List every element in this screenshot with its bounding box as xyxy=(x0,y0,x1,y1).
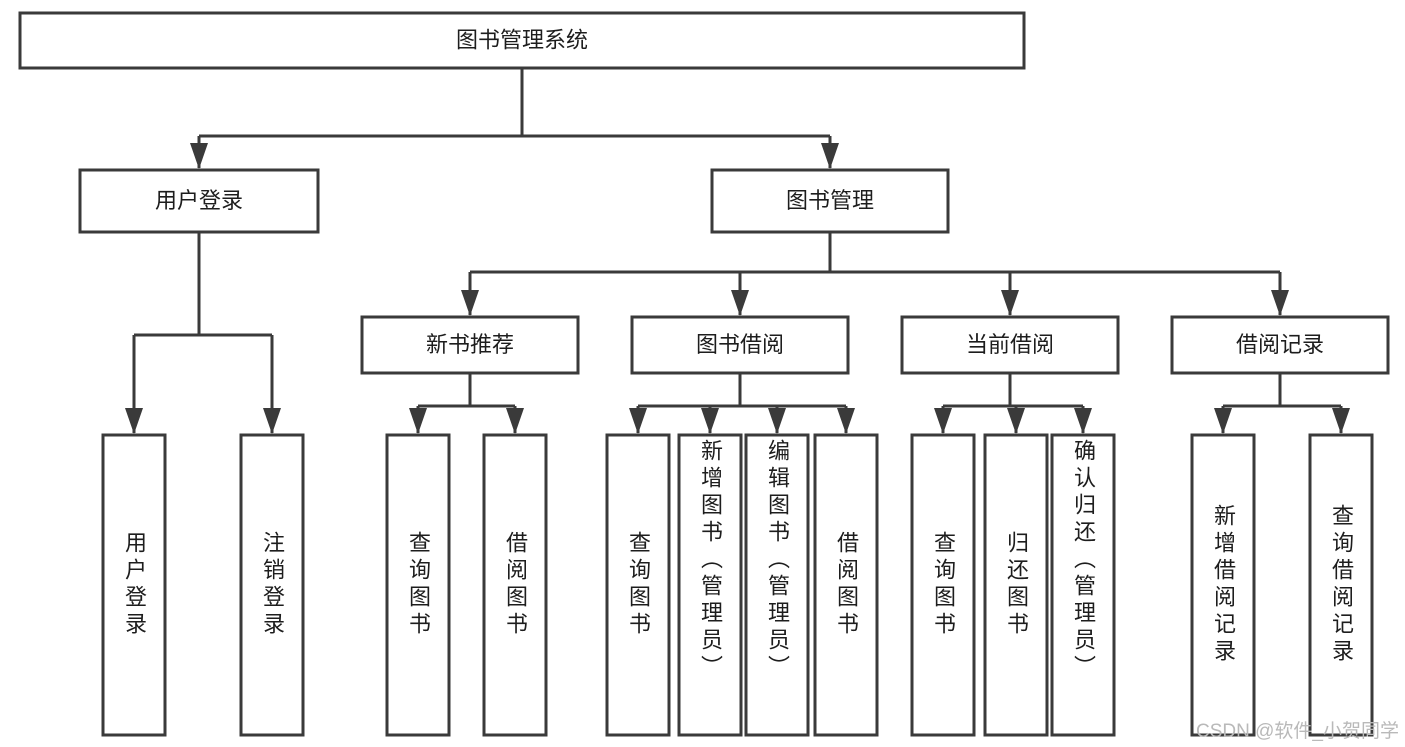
level3-node-label-1: 图书借阅 xyxy=(696,332,784,357)
arrow-head-icon-level3-1 xyxy=(731,290,749,316)
arrow-head-icon-leaf-1-3 xyxy=(837,408,855,434)
arrow-head-icon-leaf-1-0 xyxy=(629,408,647,434)
connector-lines xyxy=(125,68,1350,434)
arrow-head-icon-leaf-2-2 xyxy=(1074,408,1092,434)
leaf-node-box-2[interactable] xyxy=(385,433,451,737)
level3-node-label-0: 新书推荐 xyxy=(426,332,514,357)
leaf-node-box-8[interactable] xyxy=(910,433,976,737)
leaf-node-box-6[interactable] xyxy=(744,433,810,737)
arrow-head-icon-level2-0 xyxy=(190,143,208,169)
leaf-node-box-7[interactable] xyxy=(813,433,879,737)
level2-node-label-0: 用户登录 xyxy=(155,188,243,213)
level2-node-label-1: 图书管理 xyxy=(786,188,874,213)
arrow-head-icon-level3-3 xyxy=(1271,290,1289,316)
leaf-node-box-0[interactable] xyxy=(101,433,167,737)
level3-node-box-2[interactable] xyxy=(900,315,1120,375)
leaf-node-box-3[interactable] xyxy=(482,433,548,737)
arrow-head-icon-leaf-0-1 xyxy=(506,408,524,434)
arrow-head-icon-leaf-3-0 xyxy=(1214,408,1232,434)
arrow-head-icon-leaf-2-0 xyxy=(934,408,952,434)
arrow-head-icon-level3-2 xyxy=(1001,290,1019,316)
node-boxes xyxy=(18,11,1390,737)
arrow-head-icon-leaf-1-1 xyxy=(701,408,719,434)
leaf-node-box-5[interactable] xyxy=(677,433,743,737)
root-node-box[interactable] xyxy=(18,11,1026,70)
level3-node-label-3: 借阅记录 xyxy=(1236,332,1324,357)
leaf-node-box-1[interactable] xyxy=(239,433,305,737)
leaf-node-box-12[interactable] xyxy=(1308,433,1374,737)
arrow-head-icon-user-login-leaf-0 xyxy=(125,408,143,434)
level3-node-box-3[interactable] xyxy=(1170,315,1390,375)
leaf-node-box-11[interactable] xyxy=(1190,433,1256,737)
arrow-head-icon-leaf-1-2 xyxy=(768,408,786,434)
arrow-head-icon-level2-1 xyxy=(821,143,839,169)
arrow-head-icon-leaf-0-0 xyxy=(409,408,427,434)
arrow-head-icon-leaf-3-1 xyxy=(1332,408,1350,434)
arrow-head-icon-level3-0 xyxy=(461,290,479,316)
level2-node-box-1[interactable] xyxy=(710,168,950,234)
level2-node-box-0[interactable] xyxy=(78,168,320,234)
level3-node-box-1[interactable] xyxy=(630,315,850,375)
arrow-head-icon-leaf-2-1 xyxy=(1007,408,1025,434)
root-node-label: 图书管理系统 xyxy=(456,27,588,52)
level3-node-box-0[interactable] xyxy=(360,315,580,375)
level3-node-label-2: 当前借阅 xyxy=(966,332,1054,357)
arrow-head-icon-user-login-leaf-1 xyxy=(263,408,281,434)
leaf-node-box-9[interactable] xyxy=(983,433,1049,737)
leaf-node-box-4[interactable] xyxy=(605,433,671,737)
leaf-node-box-10[interactable] xyxy=(1050,433,1116,737)
